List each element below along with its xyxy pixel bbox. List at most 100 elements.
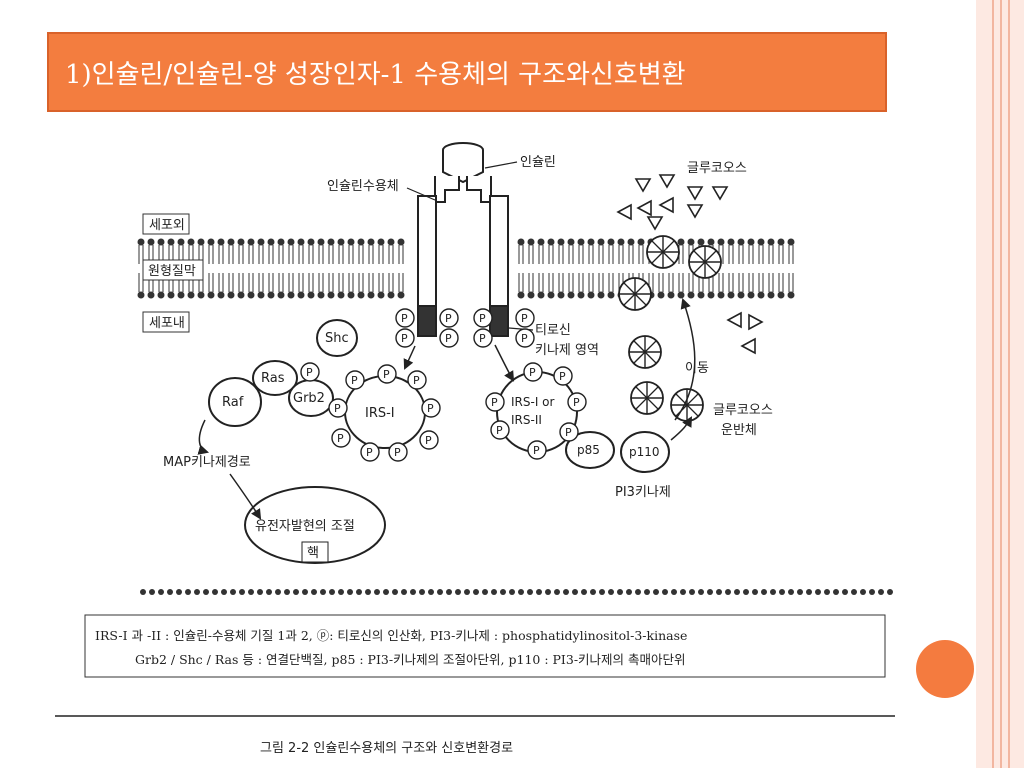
phosphate-circle: P xyxy=(421,398,441,418)
glucose-transporter-label-2: 운반체 xyxy=(721,423,757,438)
lipid-head xyxy=(567,238,575,246)
nuclear-dot xyxy=(689,589,695,595)
lipid-tail xyxy=(678,273,684,292)
glucose-transporter-icon xyxy=(628,335,662,369)
lipid-tail xyxy=(368,245,374,264)
p85-node xyxy=(565,431,615,469)
nuclear-dot xyxy=(644,589,650,595)
lipid-head xyxy=(787,238,795,246)
lipid-head xyxy=(187,291,195,299)
glucose-label: 글루코오스 xyxy=(687,161,747,176)
nuclear-dot xyxy=(653,589,659,595)
phosphate-circle: P xyxy=(527,440,547,460)
lipid-head xyxy=(287,238,295,246)
phosphate-circle: P xyxy=(388,442,408,462)
ras-node xyxy=(252,360,298,396)
kinase-domain-right xyxy=(489,305,509,337)
nuclear-dot xyxy=(500,589,506,595)
lipid-head xyxy=(767,291,775,299)
nuclear-dot xyxy=(635,589,641,595)
lipid-head xyxy=(377,291,385,299)
lipid-tail xyxy=(338,273,344,292)
lipid-head xyxy=(327,291,335,299)
lipid-tail xyxy=(378,245,384,264)
pi3k-label: PI3키나제 xyxy=(615,485,671,500)
phosphate-label: P xyxy=(401,312,408,325)
lipid-tail xyxy=(608,273,614,292)
lipid-tail xyxy=(778,273,784,292)
lipid-tail xyxy=(228,245,234,264)
irs12-label-1: IRS-I or xyxy=(511,395,555,409)
stripe-line xyxy=(992,0,994,768)
lipid-head xyxy=(387,238,395,246)
p110-label: p110 xyxy=(629,445,660,459)
lipid-head xyxy=(697,238,705,246)
lipid-tail xyxy=(298,245,304,264)
lipid-head xyxy=(697,291,705,299)
lipid-head xyxy=(337,238,345,246)
nuclear-dot xyxy=(626,589,632,595)
lipid-head xyxy=(307,238,315,246)
lipid-tail xyxy=(328,273,334,292)
lipid-head xyxy=(557,238,565,246)
lipid-tail xyxy=(518,273,524,292)
phosphate-circle: P xyxy=(300,362,320,382)
nuclear-dot xyxy=(455,589,461,595)
lipid-head xyxy=(187,238,195,246)
p85-label: p85 xyxy=(577,443,600,457)
phosphate-label: P xyxy=(479,312,486,325)
phosphate-circle: P xyxy=(559,422,579,442)
nuclear-dot xyxy=(824,589,830,595)
lipid-head xyxy=(347,238,355,246)
phosphate-label: P xyxy=(573,396,580,409)
figure-caption: 그림 2-2 인슐린수용체의 구조와 신호변환경로 xyxy=(260,741,513,755)
glucose-transporters xyxy=(618,235,722,422)
nuclear-dot xyxy=(815,589,821,595)
nuclear-dot xyxy=(518,589,524,595)
phosphate-circle: P xyxy=(515,308,535,328)
lipid-head xyxy=(557,291,565,299)
phosphate-circle: P xyxy=(331,428,351,448)
lipid-head xyxy=(747,291,755,299)
lipid-head xyxy=(157,238,165,246)
phosphate-label: P xyxy=(496,424,503,437)
lipid-head xyxy=(247,291,255,299)
lipid-tail xyxy=(728,245,734,264)
phosphate-circle: P xyxy=(490,420,510,440)
lipid-tail xyxy=(308,245,314,264)
lipid-head xyxy=(147,291,155,299)
lipid-tail xyxy=(768,273,774,292)
lipid-head xyxy=(177,291,185,299)
lipid-head xyxy=(267,291,275,299)
phosphate-circle: P xyxy=(553,366,573,386)
lipid-tail xyxy=(268,273,274,292)
lipid-tail xyxy=(388,245,394,264)
lipid-tail xyxy=(328,245,334,264)
nuclear-dot xyxy=(833,589,839,595)
insulin-signaling-diagram: 세포외 원형질막 세포내 인슐린 인슐린수용체 티로신 키나제 영역 글루코오스… xyxy=(55,142,895,755)
nuclear-dot xyxy=(446,589,452,595)
lipid-tail xyxy=(208,245,214,264)
nuclear-dot xyxy=(302,589,308,595)
lipid-head xyxy=(717,238,725,246)
gene-expression-label: 유전자발현의 조절 xyxy=(255,519,355,534)
phosphate-label: P xyxy=(521,332,528,345)
lipid-head xyxy=(247,238,255,246)
slide-title: 1)인슐린/인슐린-양 성장인자-1 수용체의 구조와신호변환 xyxy=(65,59,686,90)
phosphate-circle: P xyxy=(515,328,535,348)
glucose-molecule xyxy=(634,178,652,193)
nuclear-dot xyxy=(365,589,371,595)
stripe-line xyxy=(1008,0,1010,768)
receptor-alpha-right xyxy=(466,176,492,203)
phosphate-label: P xyxy=(479,332,486,345)
phosphate-label: P xyxy=(413,374,420,387)
lipid-head xyxy=(217,238,225,246)
lipid-tail xyxy=(388,273,394,292)
shc-label: Shc xyxy=(325,331,349,346)
lipid-head xyxy=(637,238,645,246)
glucose-molecule xyxy=(658,196,674,214)
raf-label: Raf xyxy=(222,395,244,410)
lipid-tail xyxy=(338,245,344,264)
lipid-tail xyxy=(738,273,744,292)
